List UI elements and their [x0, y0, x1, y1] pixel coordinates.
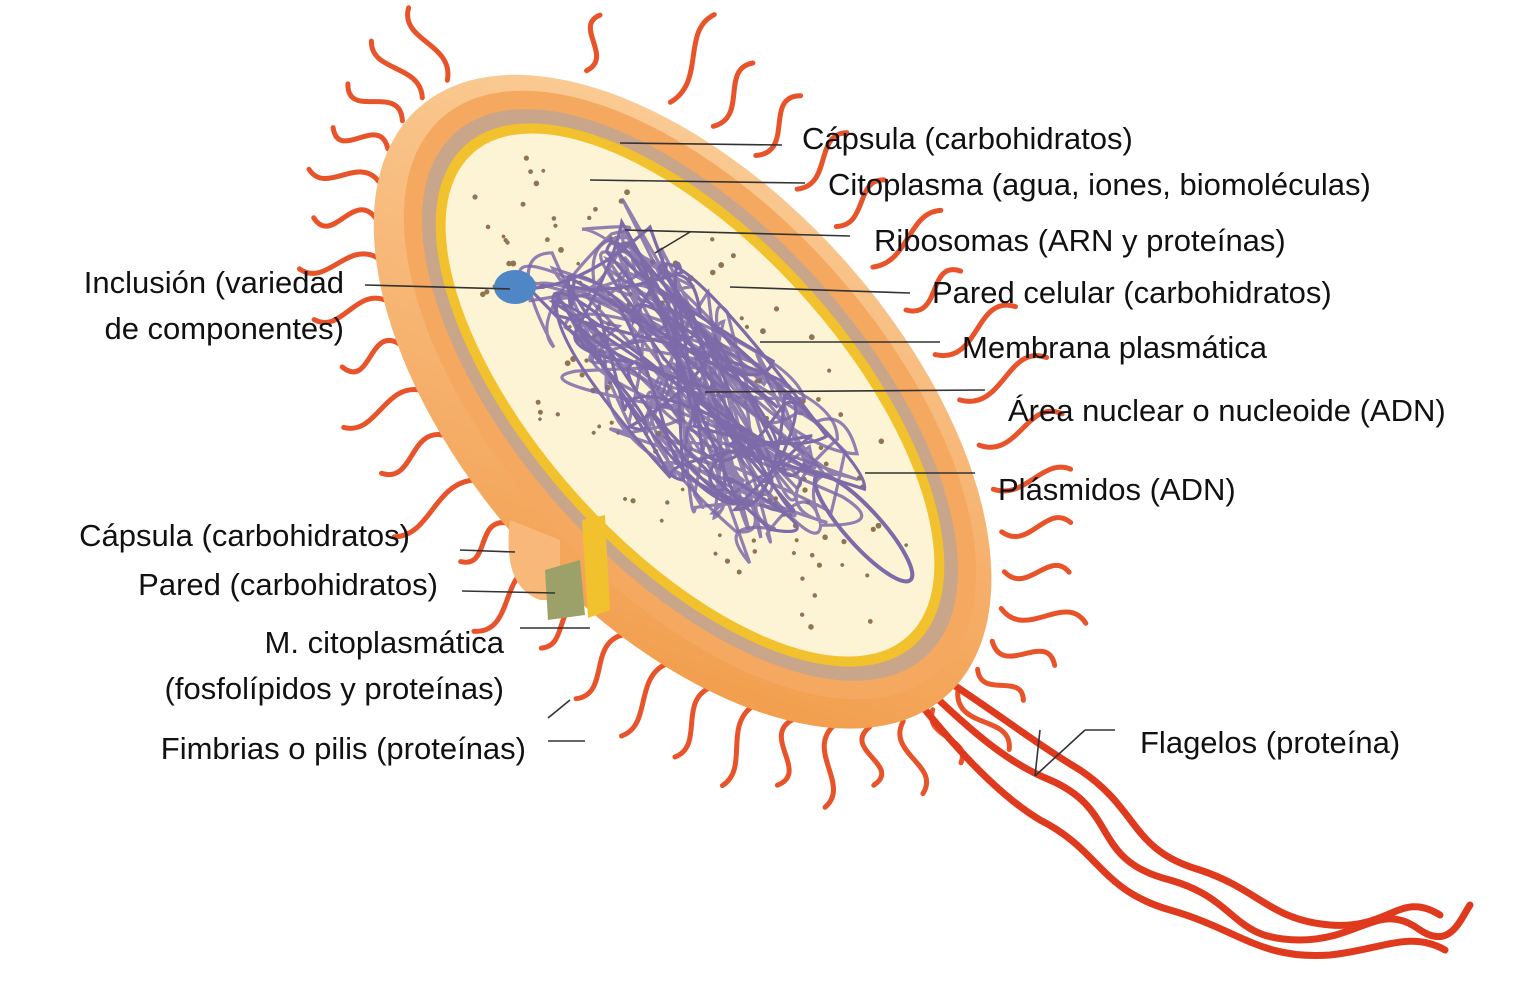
flagellum-3 — [895, 672, 1445, 956]
label-citoplasma: Citoplasma (agua, iones, biomoléculas) — [828, 167, 1371, 203]
label-m-cito-line1: M. citoplasmática — [20, 625, 504, 661]
pilus — [333, 128, 388, 149]
label-capsula-right: Cápsula (carbohidratos) — [802, 121, 1133, 157]
pilus — [756, 96, 801, 156]
pilus — [992, 641, 1054, 665]
pilus — [824, 726, 833, 807]
inclusion-body — [494, 270, 536, 304]
pilus — [576, 635, 624, 699]
label-pared-celular: Pared celular (carbohidratos) — [932, 275, 1332, 311]
pilus — [670, 15, 714, 103]
label-membrana-plasmatica: Membrana plasmática — [962, 330, 1267, 366]
label-fimbrias: Fimbrias o pilis (proteínas) — [20, 731, 526, 767]
label-inclusion-line2: de componentes) — [20, 311, 344, 347]
pilus — [675, 688, 710, 757]
pilus — [622, 664, 667, 736]
pilus — [1004, 565, 1069, 578]
label-flagelos: Flagelos (proteína) — [1140, 725, 1400, 761]
pilus — [408, 8, 448, 81]
pilus — [978, 669, 1024, 700]
pilus — [777, 719, 793, 785]
pilus — [342, 340, 401, 371]
pilus — [348, 84, 403, 121]
pilus — [461, 523, 507, 563]
pilus — [713, 63, 753, 126]
label-ribosomas: Ribosomas (ARN y proteínas) — [874, 223, 1286, 259]
pilus — [382, 434, 445, 474]
label-plasmidos: Plásmidos (ADN) — [998, 472, 1236, 508]
pilus — [722, 707, 752, 786]
label-area-nuclear: Área nuclear o nucleoide (ADN) — [1008, 393, 1446, 429]
pilus — [587, 15, 601, 71]
pilus — [344, 390, 421, 429]
label-m-cito-line2: (fosfolípidos y proteínas) — [20, 671, 504, 707]
pilus — [862, 727, 882, 785]
pilus — [314, 210, 376, 226]
flagella — [895, 660, 1470, 956]
pilus — [900, 721, 927, 793]
pilus — [1001, 609, 1086, 624]
pilus — [371, 41, 422, 98]
pilus — [1002, 518, 1071, 537]
label-capsula-left: Cápsula (carbohidratos) — [0, 518, 410, 554]
pilus — [309, 169, 379, 181]
label-pared-left: Pared (carbohidratos) — [20, 567, 438, 603]
label-inclusion-line1: Inclusión (variedad — [20, 265, 344, 301]
